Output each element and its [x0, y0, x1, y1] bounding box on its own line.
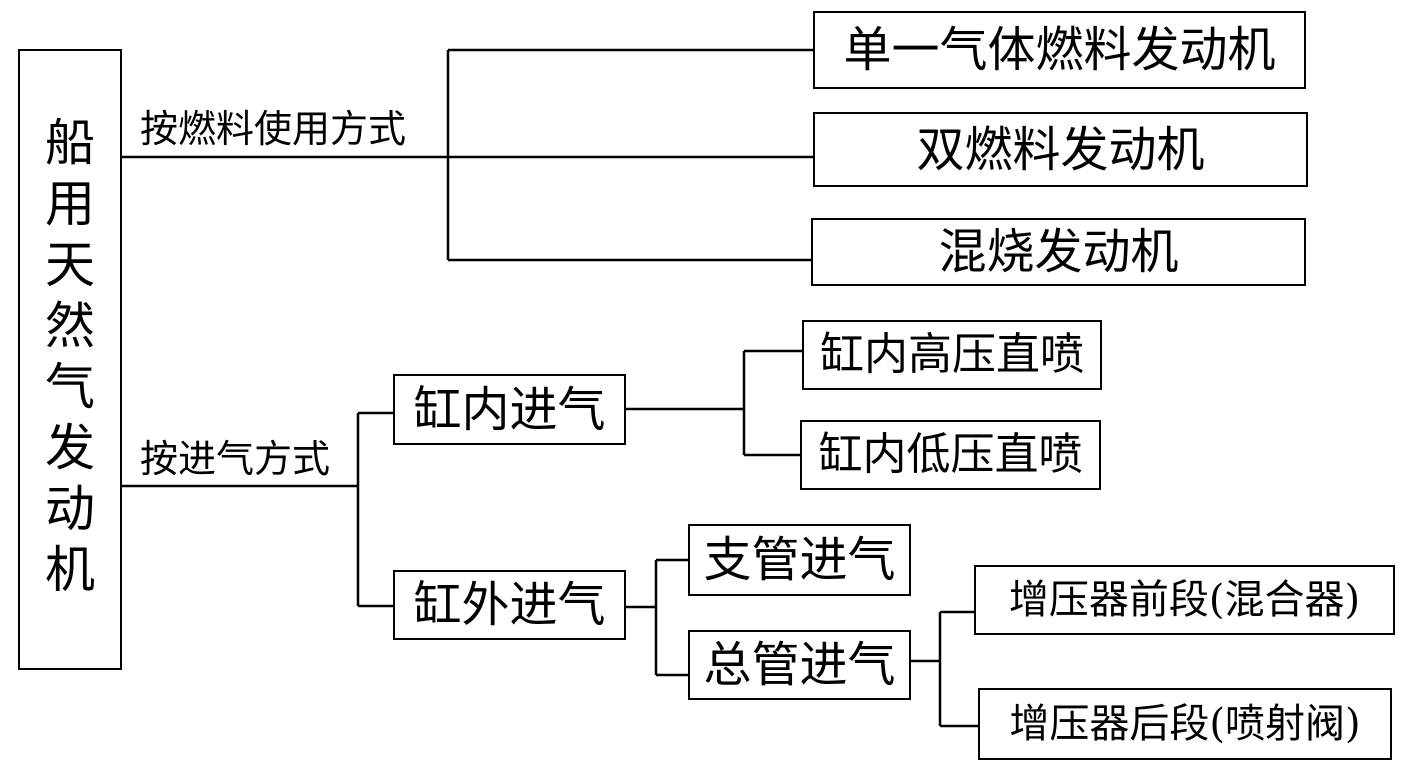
- root-node: 船 用 天 然 气 发 动 机: [18, 49, 122, 670]
- root-char: 天: [45, 235, 95, 294]
- node-before-turbocharger: 增压器前段(混合器): [974, 565, 1395, 635]
- root-char: 发: [45, 418, 95, 477]
- root-char: 机: [45, 540, 95, 599]
- node-out-cylinder-intake: 缸外进气: [393, 570, 626, 640]
- node-high-pressure-injection: 缸内高压直喷: [802, 320, 1102, 390]
- node-single-gas-engine: 单一气体燃料发动机: [813, 11, 1306, 89]
- branch-label-fuel-mode: 按燃料使用方式: [140, 107, 407, 151]
- root-char: 然: [45, 296, 95, 355]
- node-in-cylinder-intake: 缸内进气: [393, 374, 626, 445]
- branch-label-intake-mode: 按进气方式: [140, 437, 331, 481]
- root-char: 动: [45, 479, 95, 538]
- root-char: 用: [45, 174, 95, 233]
- node-dual-fuel-engine: 双燃料发动机: [813, 112, 1308, 187]
- node-after-turbocharger: 增压器后段(喷射阀): [978, 688, 1392, 760]
- node-low-pressure-injection: 缸内低压直喷: [800, 420, 1101, 490]
- node-mixed-combustion-engine: 混烧发动机: [811, 218, 1306, 286]
- node-main-manifold-intake: 总管进气: [688, 630, 911, 700]
- root-char: 气: [45, 357, 95, 416]
- root-char: 船: [45, 113, 95, 172]
- node-branch-manifold-intake: 支管进气: [688, 524, 911, 596]
